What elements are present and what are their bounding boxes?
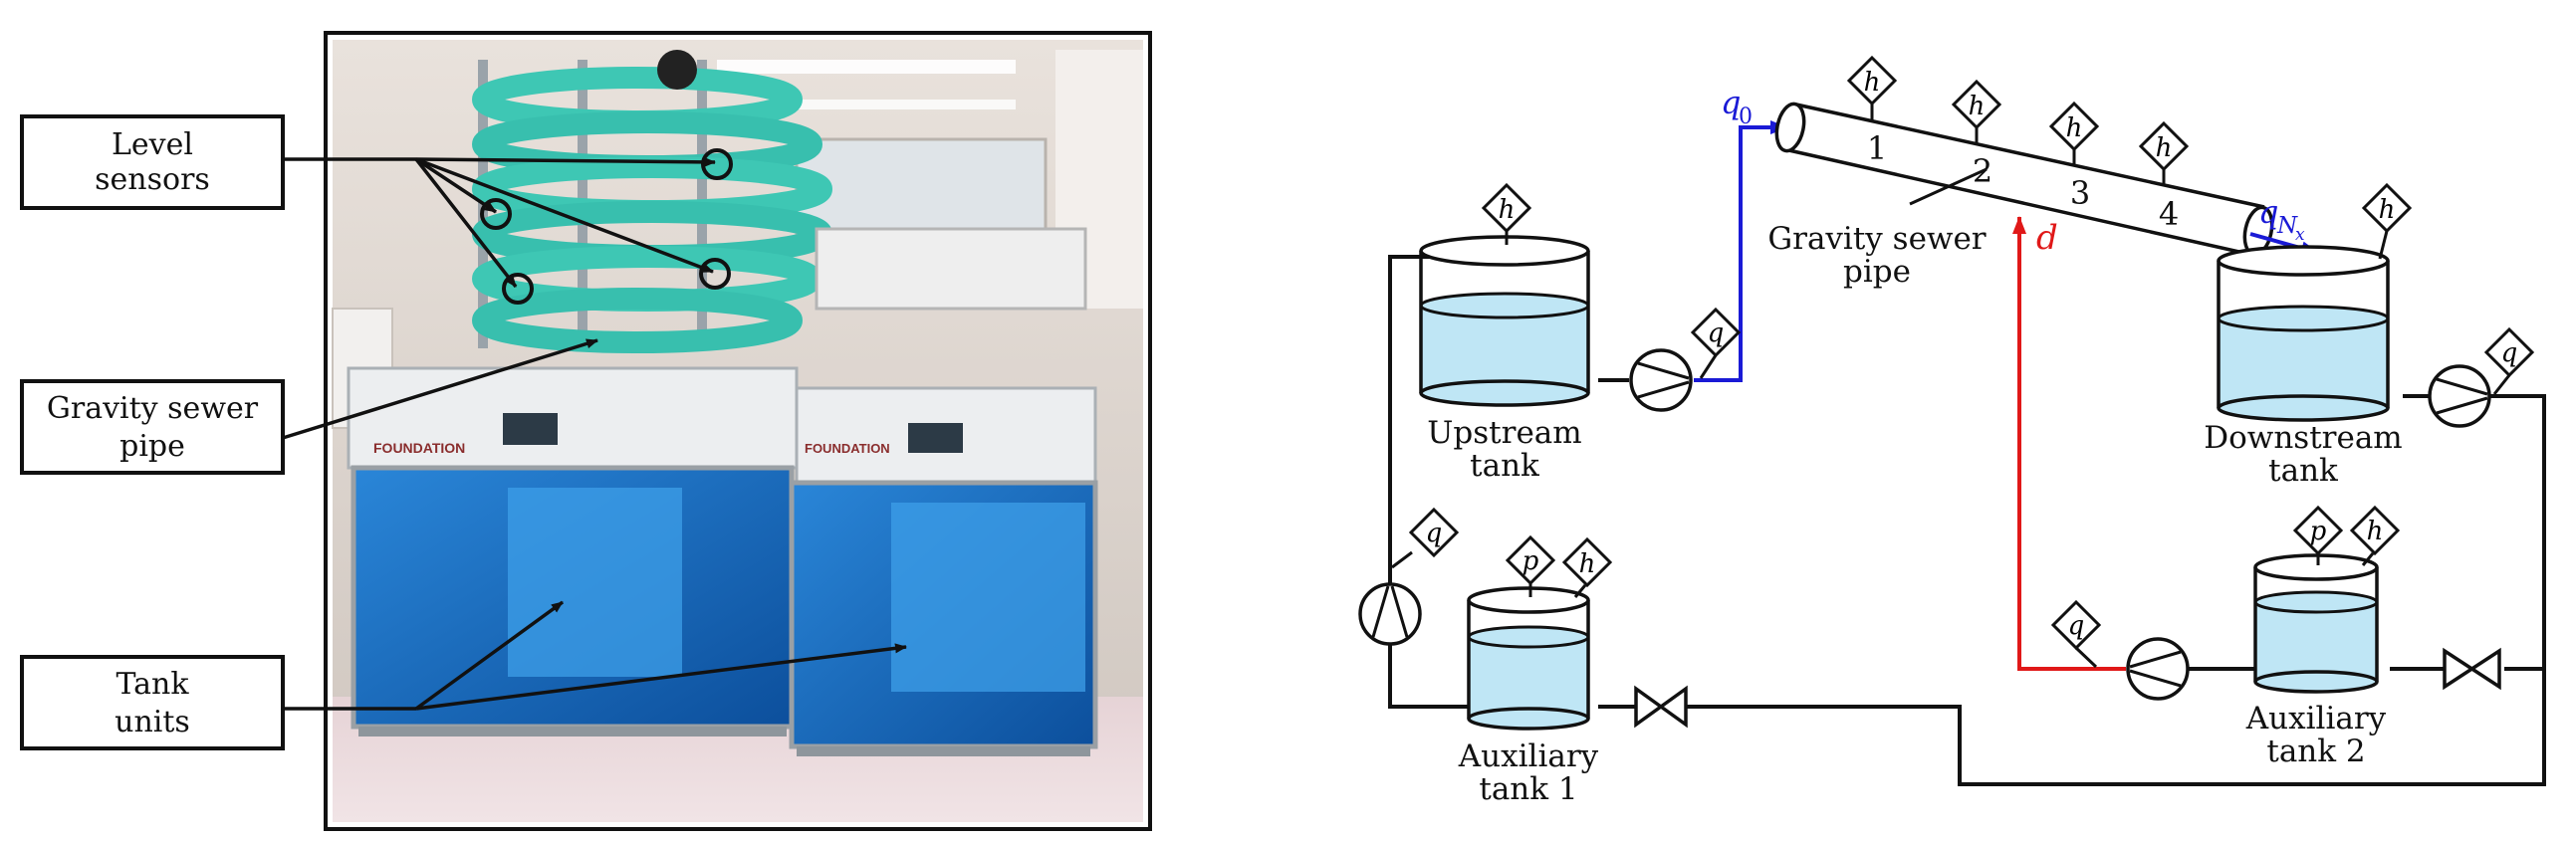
- flow-sensor-left: q: [1391, 507, 1460, 569]
- pipe-label-leader: [1909, 167, 1988, 206]
- tank-label: Auxiliary: [1458, 738, 1599, 774]
- inflow-sub: 0: [1739, 105, 1753, 129]
- tank-label: Upstream: [1427, 415, 1581, 451]
- sensor-label: h: [1864, 68, 1881, 98]
- sensor-label: q: [2501, 338, 2518, 368]
- pipe-level-sensor-4: h: [2138, 120, 2190, 186]
- inflow-line: [1694, 120, 1788, 382]
- ceiling-light: [717, 60, 1016, 74]
- upstream-level-sensor: h: [1481, 182, 1532, 245]
- panel-logo-text: FOUNDATION: [805, 441, 890, 456]
- tank-label: Downstream: [2204, 420, 2402, 456]
- callout-label: pipe: [119, 429, 185, 464]
- pipe-label: Gravity sewer: [1767, 221, 1986, 257]
- pipe-level-sensor-1: h: [1846, 55, 1898, 121]
- sensor-label: h: [2367, 517, 2384, 546]
- pipe-segment-label: 4: [2159, 195, 2179, 233]
- upstream-tank: Upstream tank: [1419, 235, 1590, 484]
- aux2-level-sensor: h: [2349, 505, 2401, 566]
- sensor-label: p: [2310, 517, 2327, 546]
- sewer-schematic: q 0 d 1 2 3 4 Gravity sewer pipe q N x: [1358, 55, 2546, 807]
- panel-logo-text: FOUNDATION: [373, 440, 465, 456]
- sensor-label: h: [2156, 133, 2173, 163]
- tank-label: tank: [2268, 453, 2338, 489]
- pump-disturbance: [2126, 637, 2190, 701]
- inflow-base: q: [1721, 84, 1741, 121]
- inflow-label: q 0: [1721, 84, 1753, 129]
- pipe-level-sensor-3: h: [2048, 101, 2100, 165]
- flow-sensor-disturbance: q: [2050, 599, 2102, 669]
- auxiliary-tank-1: Auxiliary tank 1: [1458, 586, 1599, 807]
- pump-downstream: [2428, 364, 2491, 428]
- valve-aux1: [1634, 685, 1688, 729]
- sensor-label: h: [2379, 195, 2396, 225]
- callout-tank-units: Tank units: [20, 655, 285, 750]
- aux1-level-sensor: h: [1561, 536, 1613, 598]
- flow-sensor-downstream: q: [2483, 326, 2535, 395]
- pipe-segment-label: 3: [2070, 174, 2090, 212]
- gravity-sewer-pipe: 1 2 3 4 Gravity sewer pipe: [1767, 102, 2274, 290]
- aux1-pressure-sensor: p: [1505, 534, 1556, 597]
- coiled-pipe: [472, 50, 832, 353]
- outflow-base: q: [2258, 193, 2278, 231]
- flow-sensor-upstream: q: [1690, 307, 1742, 379]
- callout-label: units: [115, 705, 190, 739]
- sensor-label: h: [2066, 113, 2083, 143]
- callout-arrows: [282, 156, 907, 711]
- tank-label: tank: [1470, 448, 1539, 484]
- tank-label: tank 1: [1479, 771, 1577, 807]
- sensor-label: h: [1499, 195, 1516, 225]
- pump-upstream: [1629, 348, 1693, 412]
- sensor-label: q: [1426, 519, 1443, 548]
- sensor-label: h: [1969, 92, 1986, 121]
- tank-unit-left: FOUNDATION: [347, 366, 799, 736]
- tank-label: Auxiliary: [2245, 701, 2387, 736]
- disturbance-label: d: [2036, 218, 2058, 258]
- outflow-sub: N: [2276, 213, 2298, 239]
- sensor-label: q: [2068, 611, 2085, 641]
- callout-label: Level: [112, 127, 193, 162]
- pipe-segment-label: 1: [1867, 129, 1887, 167]
- downstream-tank: Downstream tank: [2204, 245, 2403, 489]
- pipe-level-sensor-2: h: [1951, 79, 2002, 144]
- downstream-level-sensor: h: [2361, 182, 2413, 260]
- valve-aux2: [2443, 647, 2501, 691]
- outflow-subsub: x: [2295, 225, 2305, 245]
- pipe-network: [1388, 255, 2546, 786]
- sensor-label: q: [1708, 318, 1725, 348]
- pipe-label: pipe: [1843, 254, 1911, 290]
- sensor-label: h: [1579, 549, 1596, 579]
- pump-left: [1358, 582, 1422, 646]
- callout-gravity-pipe: Gravity sewer pipe: [20, 379, 285, 475]
- lab-photo: FOUNDATION FOUNDATION Level sensors Grav…: [20, 31, 1152, 831]
- sensor-label: p: [1522, 546, 1539, 576]
- tank-unit-right: FOUNDATION: [789, 227, 1098, 756]
- callout-label: sensors: [95, 162, 210, 197]
- ceiling-light: [787, 100, 1016, 109]
- callout-label: Tank: [116, 667, 189, 702]
- aux2-pressure-sensor: p: [2292, 505, 2344, 565]
- auxiliary-tank-2: Auxiliary tank 2: [2245, 553, 2387, 769]
- outflow-label: q N x: [2258, 193, 2305, 245]
- callout-label: Gravity sewer: [47, 391, 259, 426]
- tank-label: tank 2: [2266, 734, 2365, 769]
- disturbance-line: [2012, 216, 2126, 671]
- callout-level-sensors: Level sensors: [20, 114, 285, 210]
